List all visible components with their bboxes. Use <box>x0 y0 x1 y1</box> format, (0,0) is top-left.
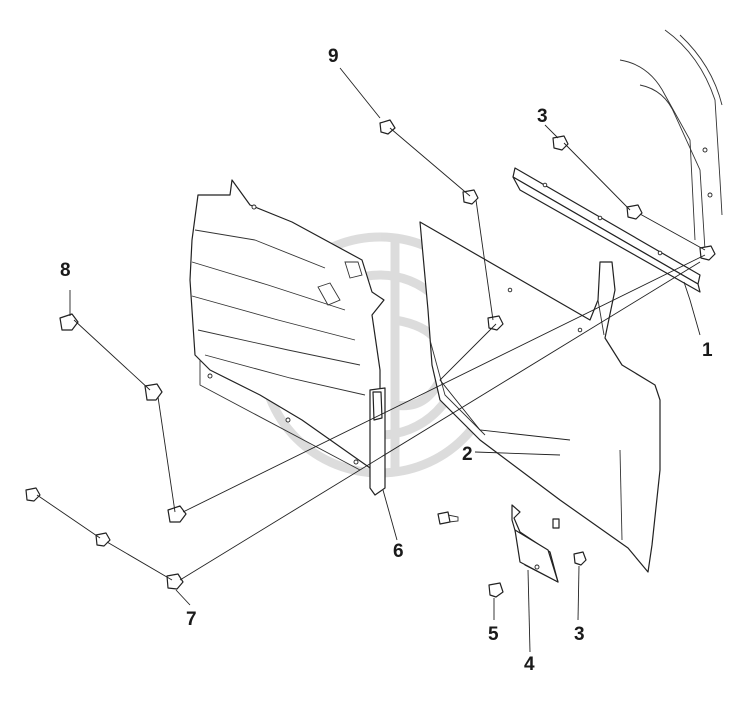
mudflap-part-2 <box>419 221 661 573</box>
callout-2: 2 <box>462 444 473 465</box>
callout-4: 4 <box>524 654 535 675</box>
bolt-part-7 <box>25 487 184 590</box>
callout-3-lower: 3 <box>574 624 585 645</box>
callout-1: 1 <box>702 340 713 361</box>
assembly-lines <box>36 67 706 653</box>
callout-8: 8 <box>60 260 71 281</box>
vertical-bracket-part-6 <box>369 387 386 496</box>
small-bracket-part-4 <box>511 504 559 583</box>
clip-part <box>552 518 560 529</box>
ribbed-splash-guard <box>189 179 385 476</box>
mounting-strip-part-1 <box>512 167 701 293</box>
bolt-part-8 <box>59 313 187 523</box>
callout-6: 6 <box>393 541 404 562</box>
nut-part-3-lower <box>573 551 587 566</box>
bolt-part-5 <box>437 511 504 598</box>
cab-fender-edge <box>619 29 723 251</box>
callout-9: 9 <box>328 46 339 67</box>
callout-5: 5 <box>488 624 499 645</box>
callout-7: 7 <box>186 609 197 630</box>
callout-3-upper: 3 <box>537 106 548 127</box>
callout-labels: 1 2 3 3 4 5 6 7 8 9 <box>60 46 713 675</box>
